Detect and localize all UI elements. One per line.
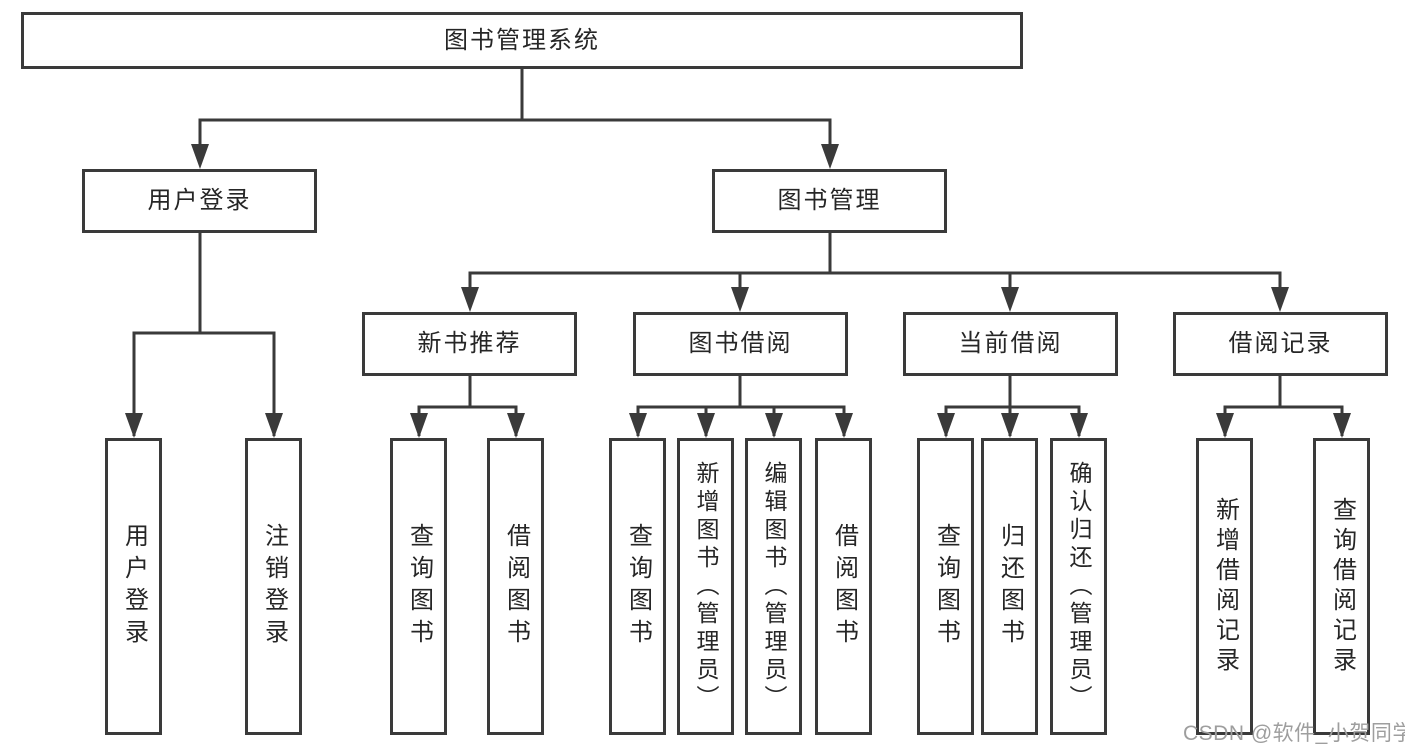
arrow-down-icon bbox=[410, 413, 428, 438]
arrow-down-icon bbox=[265, 413, 283, 438]
arrow-down-icon bbox=[765, 413, 783, 438]
arrow-down-icon bbox=[937, 413, 955, 438]
leaf-logout: 注销登录 bbox=[245, 438, 302, 735]
leaf-add-book-admin: 新增图书（管理员） bbox=[677, 438, 734, 735]
node-library-management-system: 图书管理系统 bbox=[21, 12, 1023, 69]
node-current-borrowing: 当前借阅 bbox=[903, 312, 1118, 376]
arrow-down-icon bbox=[507, 413, 525, 438]
leaf-user-login: 用户登录 bbox=[105, 438, 162, 735]
arrow-down-icon bbox=[1001, 287, 1019, 312]
arrow-down-icon bbox=[731, 287, 749, 312]
node-borrowing-records: 借阅记录 bbox=[1173, 312, 1388, 376]
leaf-query-borrow-record: 查询借阅记录 bbox=[1313, 438, 1370, 735]
arrow-down-icon bbox=[821, 144, 839, 169]
borrow-record-splitter-line bbox=[1223, 376, 1344, 436]
arrow-down-icon bbox=[1271, 287, 1289, 312]
arrow-down-icon bbox=[629, 413, 647, 438]
node-user-login: 用户登录 bbox=[82, 169, 317, 233]
leaf-query-books-borrow: 查询图书 bbox=[609, 438, 666, 735]
leaf-confirm-return-admin: 确认归还（管理员） bbox=[1050, 438, 1107, 735]
leaf-borrow-books-recommend: 借阅图书 bbox=[487, 438, 544, 735]
book-borrow-splitter-line bbox=[636, 376, 846, 436]
arrow-down-icon bbox=[1070, 413, 1088, 438]
csdn-watermark: CSDN @软件_小贺同学 bbox=[1183, 722, 1405, 745]
arrow-down-icon bbox=[1333, 413, 1351, 438]
arrowheads bbox=[125, 144, 1351, 438]
arrow-down-icon bbox=[461, 287, 479, 312]
new-book-splitter-line bbox=[417, 376, 518, 436]
arrow-down-icon bbox=[1001, 413, 1019, 438]
leaf-edit-book-admin: 编辑图书（管理员） bbox=[745, 438, 802, 735]
leaf-query-books-current: 查询图书 bbox=[917, 438, 974, 735]
node-new-book-recommend: 新书推荐 bbox=[362, 312, 577, 376]
arrow-down-icon bbox=[125, 413, 143, 438]
node-book-management: 图书管理 bbox=[712, 169, 947, 233]
arrow-down-icon bbox=[1216, 413, 1234, 438]
arrow-down-icon bbox=[191, 144, 209, 169]
leaf-query-books-recommend: 查询图书 bbox=[390, 438, 447, 735]
level3-splitter-line bbox=[468, 271, 1282, 308]
leaf-return-book: 归还图书 bbox=[981, 438, 1038, 735]
leaf-borrow-book: 借阅图书 bbox=[815, 438, 872, 735]
arrow-down-icon bbox=[835, 413, 853, 438]
level2-splitter-line bbox=[198, 118, 832, 150]
arrow-down-icon bbox=[697, 413, 715, 438]
leaf-add-borrow-record: 新增借阅记录 bbox=[1196, 438, 1253, 735]
node-book-borrowing: 图书借阅 bbox=[633, 312, 848, 376]
user-login-splitter-line bbox=[132, 331, 276, 436]
